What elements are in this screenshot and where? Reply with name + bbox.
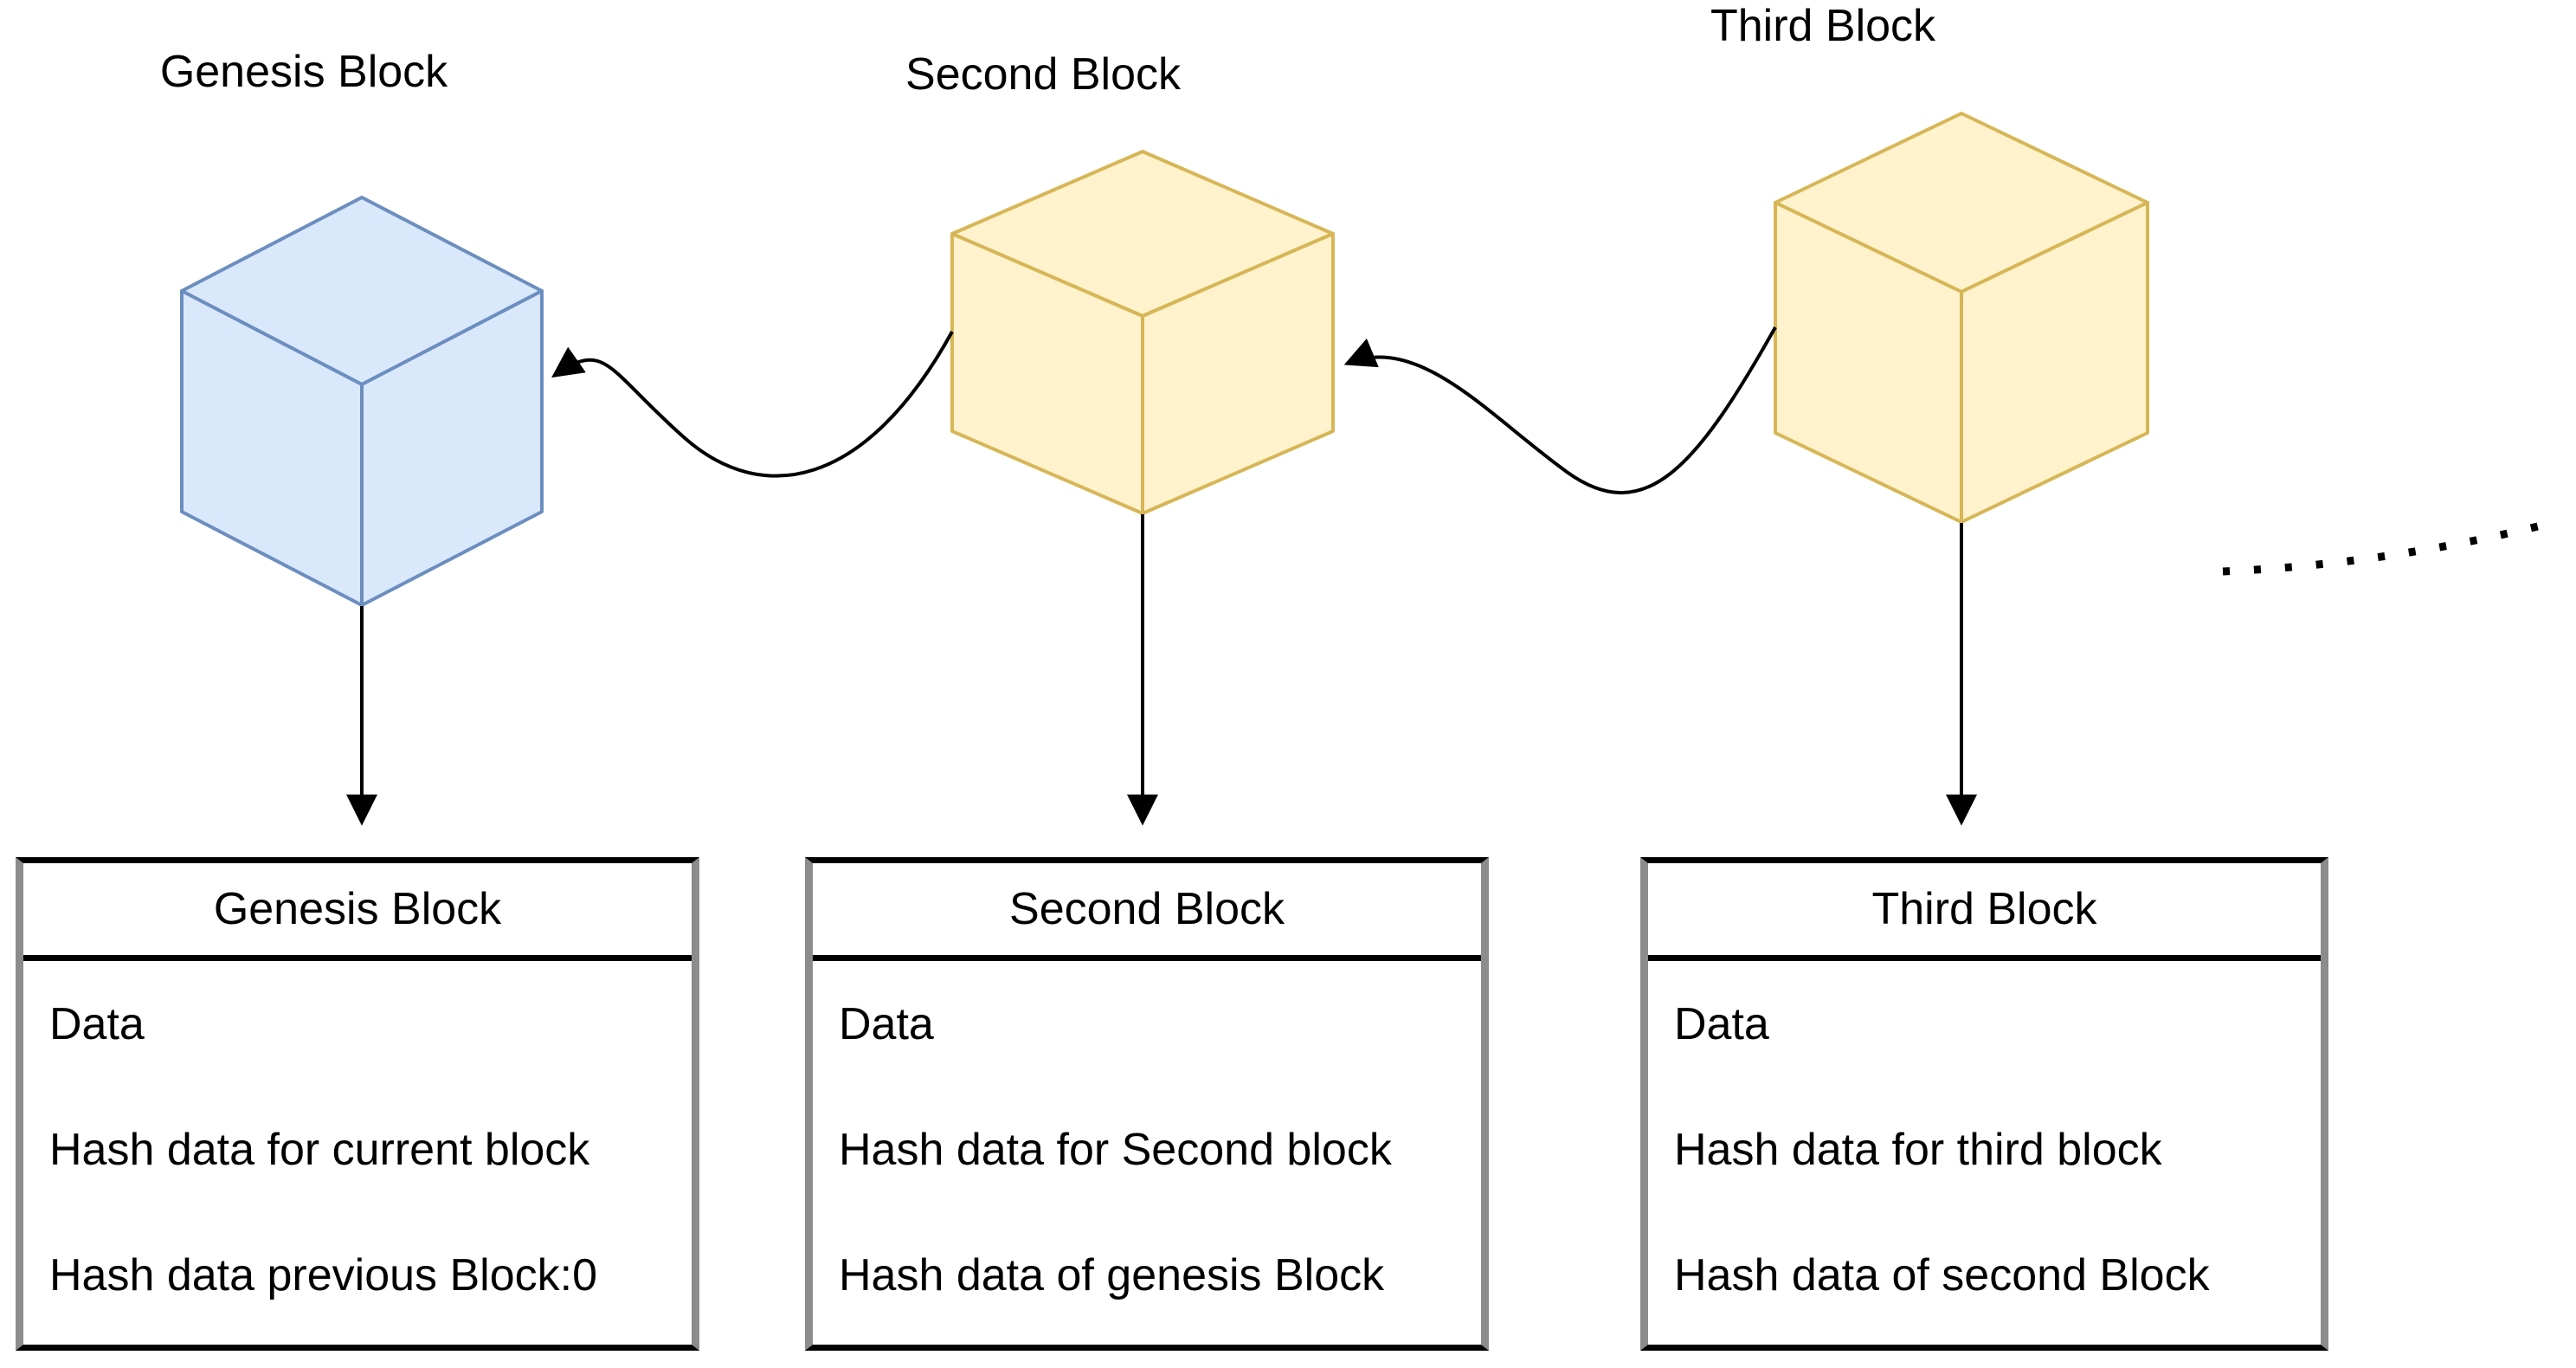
genesis-cube-right-face [360,289,544,607]
table-row: Hash data previous Block:0 [49,1250,598,1301]
third-cube [1774,112,2149,524]
table-row: Hash data for Second block [839,1124,1392,1175]
table-body: Data Hash data for third block Hash data… [1648,961,2321,1339]
continuation-dots [2222,517,2560,576]
table-title: Second Block [813,863,1481,961]
second-cube-right-face [1141,232,1335,515]
table-row: Data [1674,998,1769,1049]
second-cube-label: Second Block [905,49,1181,100]
link-arrow-second-to-genesis [551,331,954,478]
third-cube-label: Third Block [1710,1,1936,51]
second-block-table: Second Block Data Hash data for Second b… [805,857,1489,1351]
genesis-block-table: Genesis Block Data Hash data for current… [16,857,699,1351]
table-row: Data [839,998,934,1049]
table-row: Data [49,998,145,1049]
table-row: Hash data for current block [49,1124,590,1175]
link-arrow-third-to-second [1343,326,1777,495]
second-cube [950,150,1335,515]
table-body: Data Hash data for current block Hash da… [23,961,692,1339]
table-row: Hash data of second Block [1674,1250,2210,1301]
table-row: Hash data of genesis Block [839,1250,1385,1301]
genesis-cube-label: Genesis Block [159,47,448,97]
table-body: Data Hash data for Second block Hash dat… [813,961,1481,1339]
table-title: Third Block [1648,863,2321,961]
table-title: Genesis Block [23,863,692,961]
third-block-table: Third Block Data Hash data for third blo… [1640,857,2328,1351]
genesis-cube [180,196,544,607]
table-row: Hash data for third block [1674,1124,2162,1175]
third-cube-right-face [1960,201,2149,524]
